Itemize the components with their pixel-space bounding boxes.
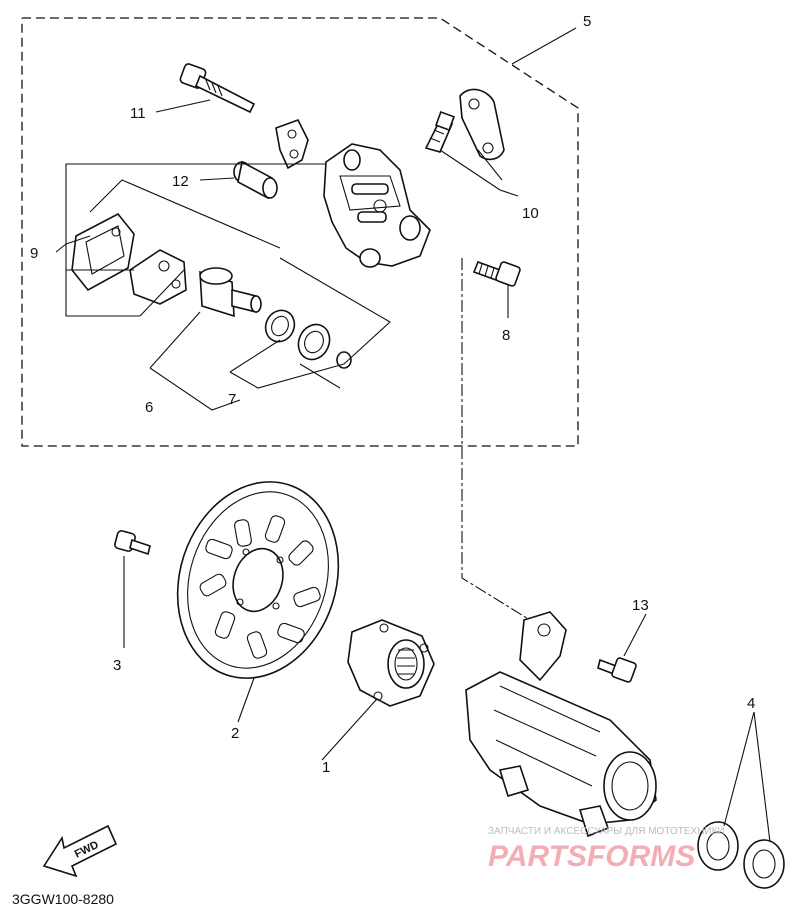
- caliper-body: [323, 143, 431, 268]
- callout-3: 3: [113, 657, 121, 674]
- callout-1: 1: [322, 759, 330, 776]
- callout-12: 12: [172, 173, 189, 190]
- callout-8: 8: [502, 327, 510, 344]
- callout-6: 6: [145, 399, 153, 416]
- part-9-brake-pads: [71, 212, 187, 305]
- callout-2: 2: [231, 725, 239, 742]
- leader-lines: [55, 27, 771, 843]
- part-4-lock-nuts: [697, 821, 785, 889]
- watermark-tagline: ЗАПЧАСТИ И АКСЕССУАРЫ ДЛЯ МОТОТЕХНИКИ: [488, 826, 725, 837]
- part-8-bolt: [472, 260, 521, 287]
- part-7-seals: [264, 309, 352, 369]
- callout-5: 5: [583, 13, 591, 30]
- part-2-brake-disc: [176, 481, 340, 679]
- part-6-piston: [199, 267, 262, 318]
- fwd-arrow: FWD: [42, 824, 118, 878]
- assembly-centerline: [461, 258, 531, 621]
- part-1-hub: [347, 619, 435, 707]
- caliper-assembly-boundary: [21, 17, 579, 447]
- part-13-bolt: [597, 657, 637, 683]
- callout-7: 7: [228, 391, 236, 408]
- callout-13: 13: [632, 597, 649, 614]
- axle-holder-bracket: [465, 611, 657, 838]
- callout-4: 4: [747, 695, 755, 712]
- pad-spring-clip: [275, 119, 309, 170]
- watermark-logo: PARTSFORMS: [488, 840, 695, 873]
- part-12-bushing: [233, 160, 278, 200]
- callout-11: 11: [130, 105, 146, 122]
- part-3-disc-bolt: [114, 530, 151, 556]
- diagram-code: 3GGW100-8280: [12, 891, 114, 907]
- callout-10: 10: [522, 205, 539, 222]
- part-10-bleed-screw: [424, 88, 505, 161]
- callout-9: 9: [30, 245, 38, 262]
- part-11-pin-bolt: [179, 63, 256, 114]
